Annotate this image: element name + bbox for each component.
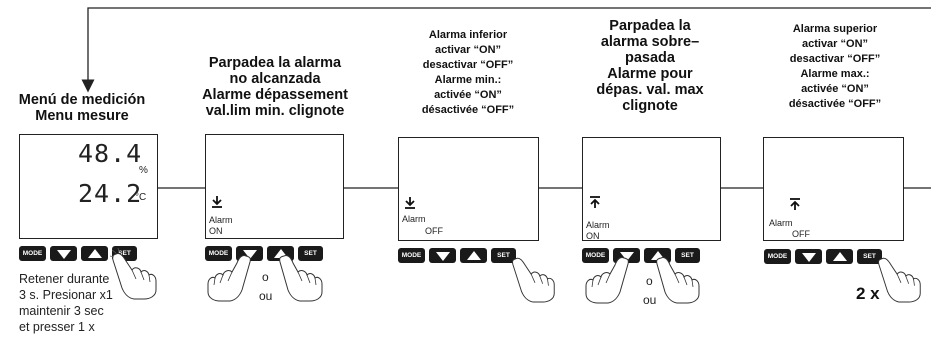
set-button[interactable]: SET (298, 246, 323, 261)
pressing-hand-icon (656, 257, 700, 304)
step4-display: Alarm ON (582, 137, 721, 241)
up-arrow-icon (87, 248, 102, 258)
humidity-unit: % (139, 165, 148, 176)
down-arrow-icon (619, 251, 634, 261)
step3-button-row: MODE SET (398, 248, 516, 263)
up-button[interactable] (460, 248, 487, 263)
alarm-label: Alarm (586, 220, 610, 230)
down-arrow-icon (435, 251, 450, 261)
mode-button[interactable]: MODE (582, 248, 609, 263)
down-button[interactable] (429, 248, 456, 263)
up-arrow-icon (832, 251, 847, 261)
set-button[interactable]: SET (675, 248, 700, 263)
temperature-value: 24.2 (78, 179, 143, 208)
press-count: 2 x (856, 284, 880, 303)
alarm-state: OFF (792, 229, 810, 239)
mode-button[interactable]: MODE (205, 246, 232, 261)
step1-note: Retener durante 3 s. Presionar x1 mainte… (19, 272, 113, 334)
alarm-state: OFF (425, 226, 443, 236)
step3-caption: Alarma inferior activar “ON” desactivar … (421, 29, 515, 116)
up-arrow-icon (273, 248, 288, 258)
alarm-high-icon (790, 198, 800, 210)
pressing-hand-icon (878, 257, 921, 303)
or-label-fr: ou (259, 289, 273, 303)
alarm-high-icon (590, 196, 600, 208)
step1-display: 48.4 % 24.2 °C (19, 134, 158, 239)
up-button[interactable] (826, 249, 853, 264)
up-button[interactable] (81, 246, 108, 261)
down-arrow-icon (801, 252, 816, 262)
alarm-label: Alarm (769, 218, 793, 228)
or-label-fr: ou (643, 293, 657, 307)
pressing-hand-icon (110, 248, 157, 300)
step2-display: Alarm ON (205, 134, 344, 239)
pressing-hand-icon (512, 257, 555, 303)
pressing-hand-icon (585, 257, 629, 304)
up-arrow-icon (650, 250, 665, 260)
up-arrow-icon (466, 250, 481, 260)
step5-button-row: MODE SET (764, 249, 882, 264)
alarm-low-icon (405, 197, 415, 209)
step5-caption: Alarma superior activar “ON” desactivar … (788, 23, 882, 110)
return-arrow (81, 7, 931, 93)
humidity-value: 48.4 (78, 139, 143, 168)
alarm-label: Alarm (402, 214, 426, 224)
mode-button[interactable]: MODE (19, 246, 46, 261)
down-button[interactable] (795, 249, 822, 264)
or-label: o (262, 270, 269, 284)
step5-display: Alarm OFF (763, 137, 904, 241)
pressing-hand-icon (279, 255, 323, 302)
pressing-hand-icon (207, 255, 251, 302)
set-button[interactable]: SET (491, 248, 516, 263)
down-arrow-icon (242, 249, 257, 259)
alarm-state: ON (586, 231, 600, 241)
step4-caption: Parpadea la alarma sobre– pasada Alarme … (596, 18, 704, 114)
or-label: o (646, 274, 653, 288)
step3-display: Alarm OFF (398, 137, 539, 241)
alarm-low-icon (212, 196, 222, 208)
mode-button[interactable]: MODE (764, 249, 791, 264)
step2-caption: Parpadea la alarma no alcanzada Alarme d… (202, 55, 348, 119)
step1-caption: Menú de medición Menu mesure (18, 92, 146, 124)
alarm-label: Alarm (209, 215, 233, 225)
set-button[interactable]: SET (857, 249, 882, 264)
temperature-unit: °C (135, 192, 147, 203)
down-arrow-icon (56, 249, 71, 259)
alarm-state: ON (209, 226, 223, 236)
mode-button[interactable]: MODE (398, 248, 425, 263)
down-button[interactable] (50, 246, 77, 261)
